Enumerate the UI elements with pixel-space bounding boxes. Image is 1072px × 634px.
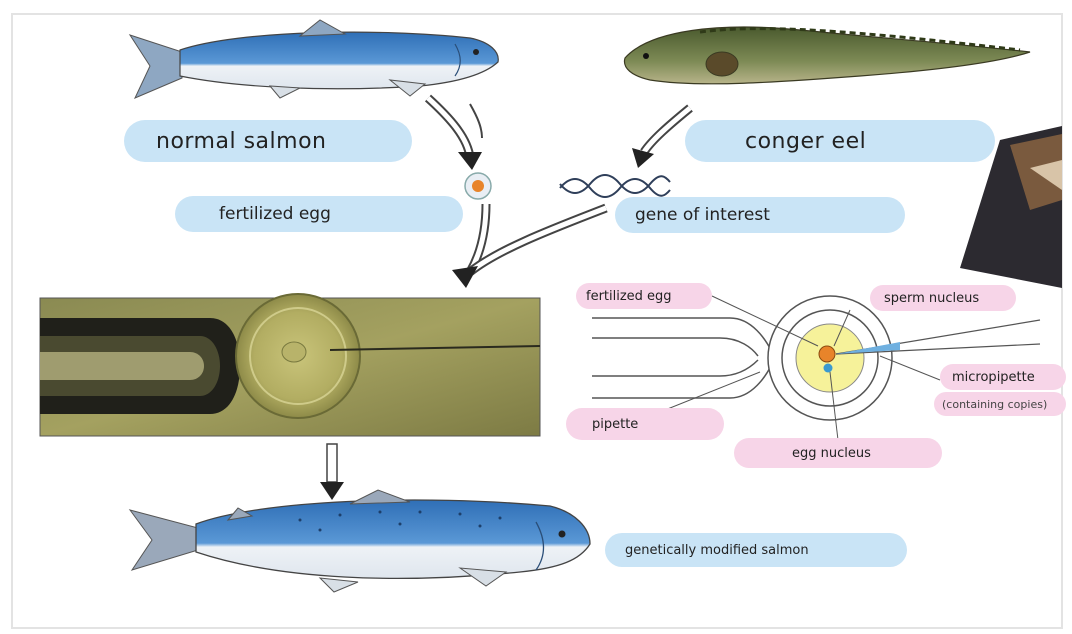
label-schematic-fertilized-egg: fertilized egg [576,283,712,309]
arrow-merge-to-injection [452,204,606,288]
label-egg-nucleus-text: egg nucleus [792,446,871,461]
label-gm-salmon-text: genetically modified salmon [625,543,809,558]
label-gene-of-interest-text: gene of interest [635,205,770,225]
egg-icon [465,173,491,199]
gm-salmon-image [130,490,590,592]
dna-icon [560,175,670,197]
label-normal-salmon: normal salmon [124,120,412,162]
label-egg-nucleus: egg nucleus [734,438,942,468]
label-pipette-text: pipette [592,417,638,432]
label-gene-of-interest: gene of interest [615,197,905,233]
label-sperm-nucleus-text: sperm nucleus [884,291,979,306]
label-pipette: pipette [566,408,724,440]
label-micropipette: micropipette [940,364,1066,390]
microinjection-photo [40,294,540,436]
label-normal-salmon-text: normal salmon [156,129,326,154]
label-gm-salmon: genetically modified salmon [605,533,907,567]
conger-eel-image [624,27,1030,84]
normal-salmon-image [130,20,498,98]
arrow-salmon-to-egg [428,98,482,170]
arrow-eel-to-gene [632,108,690,168]
arrow-down [320,444,344,500]
label-conger-eel-text: conger eel [745,129,866,154]
label-fertilized-egg-text: fertilized egg [219,204,331,224]
label-micropipette-note: (containing copies) [934,392,1066,416]
label-sperm-nucleus: sperm nucleus [870,285,1016,311]
label-schematic-fertilized-egg-text: fertilized egg [586,289,672,304]
label-fertilized-egg: fertilized egg [175,196,463,232]
label-micropipette-text: micropipette [952,370,1035,385]
label-conger-eel: conger eel [685,120,995,162]
label-micropipette-note-text: (containing copies) [942,398,1047,411]
